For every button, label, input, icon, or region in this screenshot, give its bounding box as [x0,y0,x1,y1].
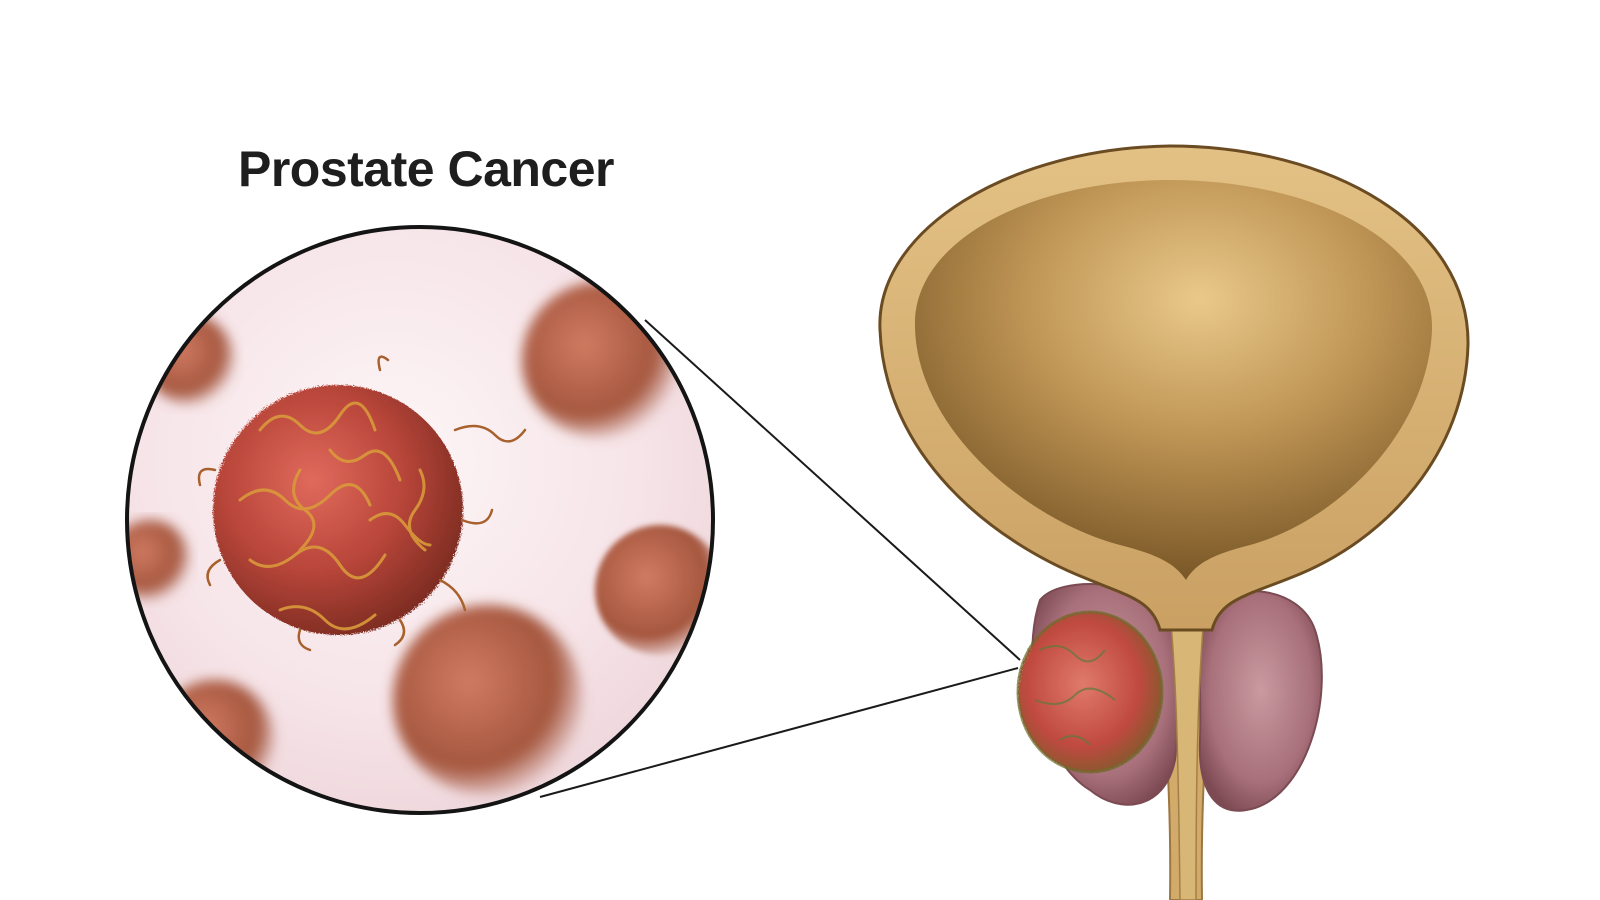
anatomy-illustration [878,144,1470,900]
cancer-cells [127,282,713,800]
cancer-cell [197,355,527,652]
bladder-interior [914,180,1433,580]
tumor [1016,610,1164,774]
callout-lines [539,319,1021,798]
page-title: Prostate Cancer [238,141,615,197]
magnified-lens [125,225,715,815]
